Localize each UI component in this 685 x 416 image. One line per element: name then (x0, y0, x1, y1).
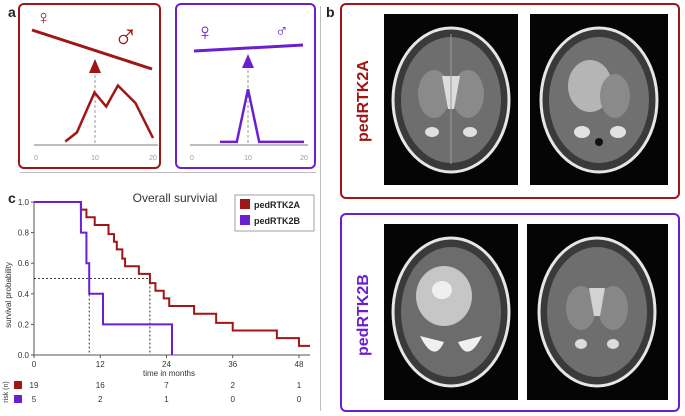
x-tick-label: 12 (96, 360, 105, 369)
rtk2a-male-symbol: ♂ (113, 17, 139, 55)
legend-label-rtk2a: pedRTK2A (254, 200, 301, 210)
risk-count: 0 (297, 395, 302, 404)
panel-letter-a: a (8, 4, 16, 20)
rtk2a-fulcrum (89, 59, 101, 73)
y-tick-label: 0.4 (18, 290, 30, 299)
survival-curve-pedrtk2b (34, 201, 173, 355)
rtk2b-tick-20: 20 (300, 155, 308, 162)
panel-b-rtk2b-box (340, 213, 680, 412)
mri-rtk2a-1 (384, 14, 518, 185)
rtk2b-tick-10: 10 (244, 155, 252, 162)
pedrtk2a-row-label: pedRTK2A (355, 60, 372, 142)
rtk2a-tick-0: 0 (34, 155, 38, 162)
y-tick-label: 1.0 (18, 198, 30, 207)
risk-count: 2 (98, 395, 103, 404)
risk-count: 5 (32, 395, 37, 404)
x-tick-label: 36 (228, 360, 237, 369)
y-tick-label: 0.8 (18, 229, 30, 238)
panel-letter-c: c (8, 190, 16, 206)
rtk2b-seesaw-beam (193, 43, 304, 53)
risk-count: 1 (164, 395, 169, 404)
risk-count: 0 (230, 395, 235, 404)
panel-a-rtk2b-box (175, 3, 316, 169)
survival-curve-pedrtk2a (34, 201, 310, 347)
risk-count: 1 (297, 381, 302, 390)
y-tick-label: 0.6 (18, 259, 30, 268)
risk-count: 19 (30, 381, 39, 390)
chart-title: Overall survivial (133, 191, 218, 205)
risk-count: 16 (96, 381, 105, 390)
panel-a-diagram: ♀ ♂ 0 10 20 ♀ ♂ 0 10 20 (31, 7, 308, 162)
x-tick-label: 24 (162, 360, 171, 369)
horizontal-divider (20, 172, 316, 173)
rtk2a-age-curve (64, 83, 155, 143)
y-axis-label: survival probability (4, 262, 13, 328)
risk-swatch-rtk2b (14, 395, 22, 403)
risk-swatch-rtk2a (14, 381, 22, 389)
x-tick-label: 48 (295, 360, 304, 369)
rtk2b-tick-0: 0 (190, 155, 194, 162)
panel-a-rtk2a-box (18, 3, 161, 169)
rtk2a-female-symbol: ♀ (36, 7, 51, 29)
risk-table-label: risk (n) (3, 381, 10, 402)
risk-count: 7 (164, 381, 169, 390)
x-tick-label: 0 (32, 360, 37, 369)
legend: pedRTK2A pedRTK2B (234, 194, 315, 232)
survival-chart: Overall survivial survival probability t… (3, 191, 315, 404)
panel-letter-b: b (326, 4, 335, 20)
rtk2b-age-curve (220, 88, 304, 144)
rtk2a-tick-20: 20 (149, 155, 157, 162)
legend-swatch-rtk2b (240, 215, 250, 225)
mri-rtk2b-1 (384, 224, 518, 400)
pedrtk2b-row-label: pedRTK2B (355, 274, 372, 356)
vertical-divider (320, 6, 321, 411)
panel-b-rtk2a-box (340, 3, 680, 199)
rtk2a-seesaw-beam (31, 28, 153, 71)
mri-rtk2a-2 (530, 14, 668, 185)
y-tick-label: 0.0 (18, 351, 30, 360)
rtk2b-fulcrum (242, 54, 254, 68)
y-tick-label: 0.2 (18, 320, 30, 329)
x-axis-label: time in months (143, 369, 195, 378)
mri-rtk2b-2 (527, 224, 668, 400)
risk-count: 2 (230, 381, 235, 390)
rtk2a-tick-10: 10 (91, 155, 99, 162)
legend-label-rtk2b: pedRTK2B (254, 216, 301, 226)
rtk2b-female-symbol: ♀ (196, 19, 214, 46)
rtk2b-male-symbol: ♂ (275, 21, 289, 41)
legend-swatch-rtk2a (240, 199, 250, 209)
